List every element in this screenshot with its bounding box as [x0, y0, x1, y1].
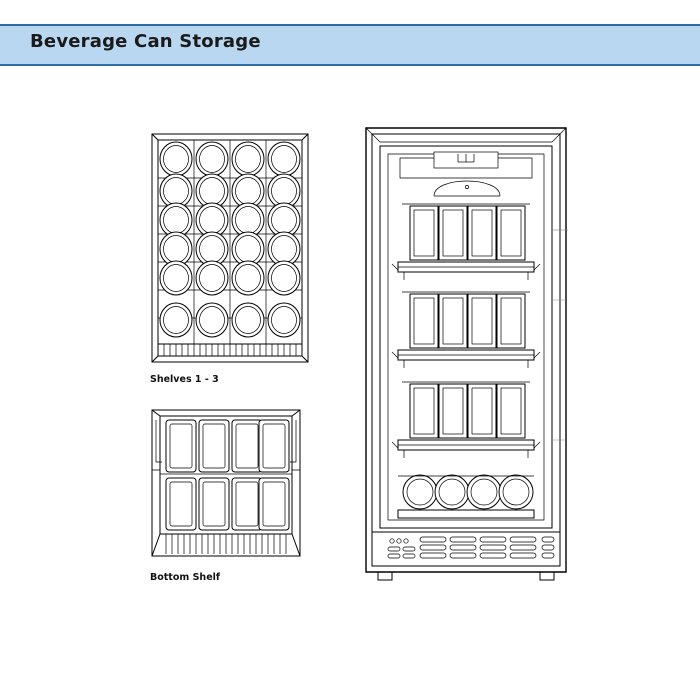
cabinet-shelf-1	[391, 203, 541, 280]
cabinet-shelf-3	[391, 381, 541, 458]
page-title: Beverage Can Storage	[30, 31, 261, 52]
header-band	[0, 24, 700, 66]
cabinet-bottom-cans	[397, 474, 535, 519]
bottom-shelf-grid	[165, 419, 290, 531]
can-grid	[159, 141, 301, 338]
cabinet-drawing	[365, 127, 568, 581]
caption-shelves: Shelves 1 - 3	[150, 374, 219, 385]
caption-bottom-shelf: Bottom Shelf	[150, 572, 221, 583]
cabinet-shelf-2	[391, 291, 541, 368]
bottom-shelf-drawing	[151, 409, 301, 557]
shelf-rack-drawing	[151, 133, 309, 363]
